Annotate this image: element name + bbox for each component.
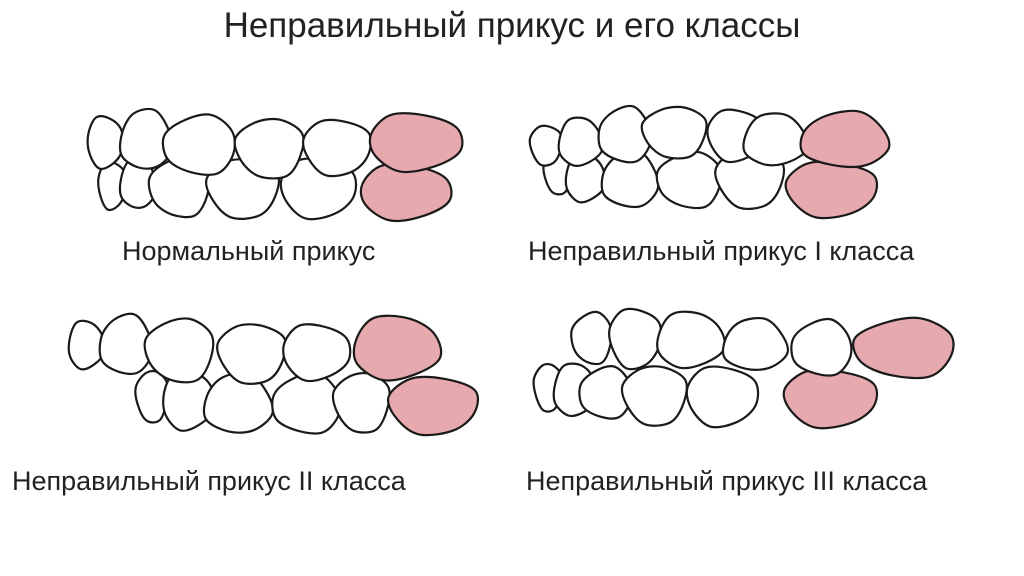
caption-class2: Неправильный прикус II класса <box>12 466 406 496</box>
caption-class3: Неправильный прикус III класса <box>526 466 928 496</box>
tooth <box>161 113 237 176</box>
molar-tooth <box>782 368 879 430</box>
tooth <box>655 150 723 210</box>
tooth <box>600 149 660 208</box>
tooth <box>202 371 274 434</box>
tooth <box>721 316 789 371</box>
page-title: Неправильный прикус и его классы <box>223 6 801 45</box>
class2-bite-illustration <box>67 312 480 437</box>
tooth <box>67 319 106 371</box>
class3-bite-illustration <box>532 307 955 430</box>
tooth <box>620 365 688 427</box>
tooth <box>557 116 604 167</box>
class1-bite-illustration <box>528 104 891 220</box>
tooth <box>86 115 125 171</box>
tooth <box>640 105 708 160</box>
molar-tooth <box>386 375 480 437</box>
tooth <box>597 104 652 164</box>
tooth <box>282 323 352 383</box>
tooth <box>302 118 373 178</box>
molar-tooth <box>784 160 879 220</box>
caption-normal: Нормальный прикус <box>122 236 376 266</box>
tooth <box>570 310 613 366</box>
tooth <box>331 372 391 434</box>
tooth <box>134 369 169 424</box>
molar-tooth <box>359 163 453 223</box>
normal-bite-illustration <box>86 107 464 223</box>
tooth <box>162 368 216 432</box>
tooth <box>608 307 663 371</box>
tooth <box>685 365 760 429</box>
tooth <box>118 107 174 170</box>
tooth <box>528 124 564 167</box>
tooth <box>656 310 727 370</box>
caption-class1: Неправильный прикус I класса <box>528 236 915 266</box>
molar-tooth <box>852 316 955 380</box>
tooth <box>98 312 154 375</box>
tooth <box>143 317 215 384</box>
tooth <box>790 318 853 377</box>
tooth <box>578 365 633 420</box>
molar-tooth <box>799 109 891 169</box>
tooth <box>216 323 287 385</box>
tooth <box>233 117 305 180</box>
molar-tooth <box>368 112 464 174</box>
tooth <box>271 371 342 435</box>
molar-tooth <box>352 314 443 382</box>
tooth <box>742 112 810 167</box>
